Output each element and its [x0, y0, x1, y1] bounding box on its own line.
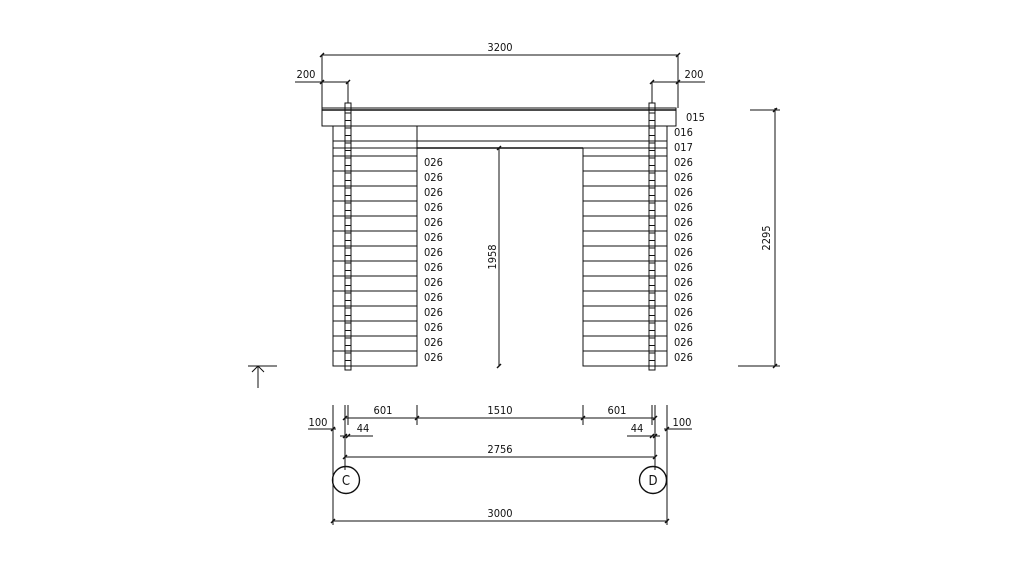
dimension-tick [496, 145, 502, 151]
log-label-right: 016 [674, 126, 693, 139]
log-label-right: 017 [674, 141, 693, 154]
log-label-left: 026 [424, 186, 443, 199]
dim-axis-distance: 2756 [487, 443, 512, 456]
log-label-right: 026 [674, 261, 693, 274]
log-label-right: 026 [674, 291, 693, 304]
dimension-tick [342, 454, 348, 460]
log-label-left: 026 [424, 216, 443, 229]
log-label-left: 026 [424, 246, 443, 259]
dimension-tick [345, 433, 351, 439]
dimension-tick [330, 426, 336, 432]
dimension-tick [649, 433, 655, 439]
drawing-geometry [248, 52, 780, 525]
log-label-right: 026 [674, 351, 693, 364]
log-label-left: 026 [424, 156, 443, 169]
log-label-left: 026 [424, 201, 443, 214]
dimension-tick [330, 518, 336, 524]
dim-wall-right: 601 [608, 404, 627, 417]
upper-logs [332, 125, 668, 149]
log-label-right: 026 [674, 216, 693, 229]
dim-overhang-left: 200 [297, 68, 316, 81]
log-label-left: 026 [424, 351, 443, 364]
axis-bubble [638, 465, 668, 495]
dimension-tick [675, 79, 681, 85]
dim-offset-right: 100 [673, 416, 692, 429]
dimension-tick [652, 433, 658, 439]
dim-wall-left: 601 [374, 404, 393, 417]
log-label-right: 026 [674, 246, 693, 259]
drawing-labels: 026 026 026 026 026 026 026 026 026 026 026 026 026 0… [297, 41, 773, 520]
dim-roof-width: 3200 [487, 41, 512, 54]
dim-base-width: 3000 [487, 507, 512, 520]
dimension-tick [414, 415, 420, 421]
log-label-right: 015 [686, 111, 705, 124]
dimension-tick [664, 426, 670, 432]
dim-post-left: 44 [357, 422, 370, 435]
log-label-right: 026 [674, 156, 693, 169]
axis-label-c: C [342, 474, 350, 489]
log-label-left: 026 [424, 276, 443, 289]
log-label-left: 026 [424, 306, 443, 319]
log-label-left: 026 [424, 231, 443, 244]
dimension-tick [342, 415, 348, 421]
log-label-right: 026 [674, 306, 693, 319]
axis-label-d: D [648, 474, 657, 489]
log-label-right: 026 [674, 201, 693, 214]
log-label-right: 026 [674, 336, 693, 349]
dim-door-height: 1958 [486, 244, 499, 269]
log-label-right: 026 [674, 321, 693, 334]
dimension-tick [652, 415, 658, 421]
log-label-right: 026 [674, 231, 693, 244]
dim-total-height: 2295 [760, 225, 773, 250]
dimension-tick [342, 433, 348, 439]
dimension-tick [496, 363, 502, 369]
dim-overhang-right: 200 [685, 68, 704, 81]
dimension-tick [652, 454, 658, 460]
dimension-tick [319, 79, 325, 85]
log-label-left: 026 [424, 261, 443, 274]
log-label-right: 026 [674, 186, 693, 199]
log-label-right: 026 [674, 276, 693, 289]
log-label-left: 026 [424, 171, 443, 184]
log-label-right: 026 [674, 171, 693, 184]
log-label-left: 026 [424, 291, 443, 304]
dim-door-width: 1510 [487, 404, 512, 417]
log-label-left: 026 [424, 321, 443, 334]
dimension-tick [580, 415, 586, 421]
section-arrow [257, 365, 265, 373]
dimension-tick [664, 518, 670, 524]
log-label-left: 026 [424, 336, 443, 349]
axis-bubble [331, 465, 361, 495]
dim-post-right: 44 [631, 422, 644, 435]
dim-offset-left: 100 [309, 416, 328, 429]
section-arrow [251, 365, 259, 373]
